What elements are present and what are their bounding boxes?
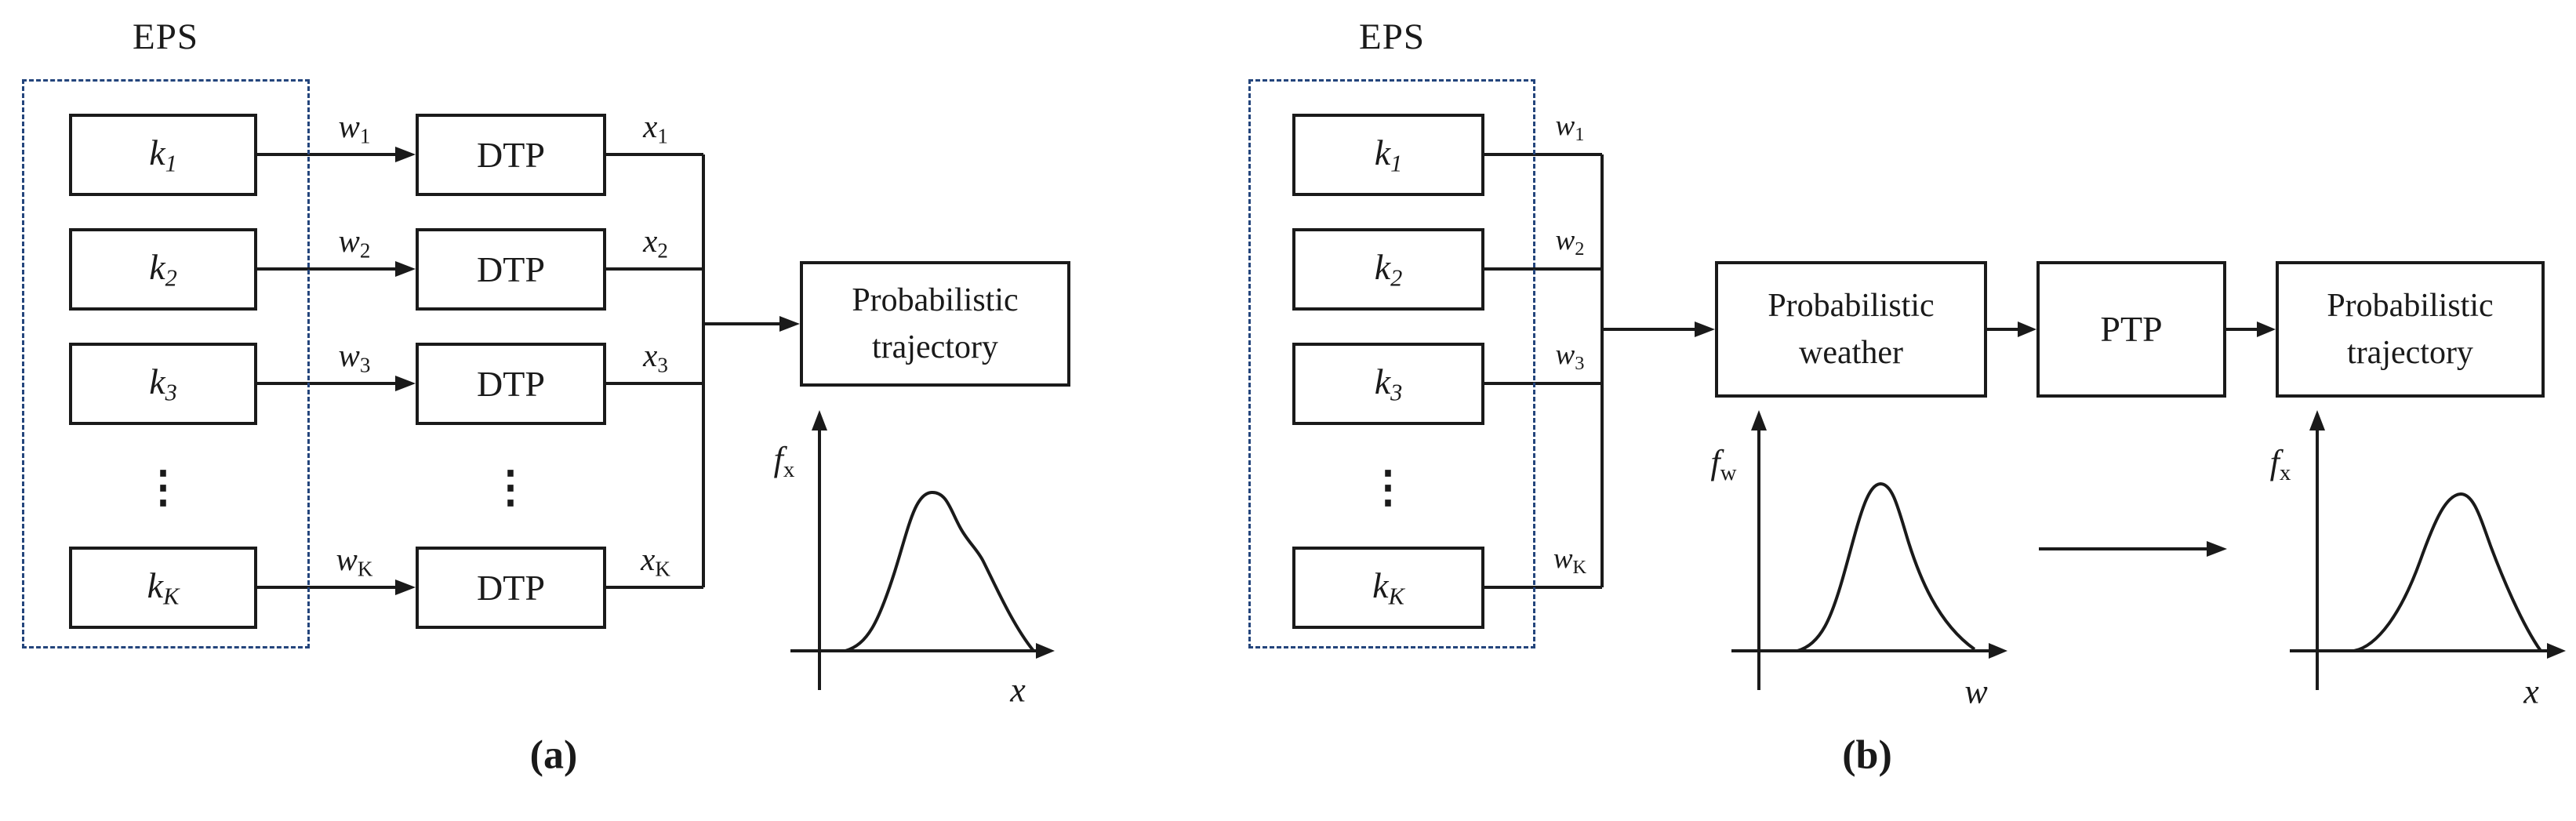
w3-label-a: w3 bbox=[338, 337, 371, 377]
fx-axis-label-b: fx bbox=[2269, 442, 2291, 486]
probabilistic-trajectory-text-a: Probabilistic trajectory bbox=[852, 282, 1019, 365]
k3-box-a: k3 bbox=[69, 343, 257, 425]
k-column-ellipsis-b: ⋮ bbox=[1366, 463, 1410, 512]
probabilistic-trajectory-box-b: Probabilistic trajectory bbox=[2276, 261, 2545, 398]
dtp3-box: DTP bbox=[416, 343, 606, 425]
w2-label-b: w2 bbox=[1555, 224, 1585, 260]
xK-label-a: xK bbox=[641, 541, 670, 581]
k3-box-b: k3 bbox=[1292, 343, 1484, 425]
kK-box-a: kK bbox=[69, 547, 257, 629]
x-axis-label-b: x bbox=[2523, 672, 2539, 711]
dtpK-box: DTP bbox=[416, 547, 606, 629]
probabilistic-weather-box: Probabilistic weather bbox=[1715, 261, 1987, 398]
probabilistic-weather-text: Probabilistic weather bbox=[1768, 288, 1935, 371]
dtp2-box: DTP bbox=[416, 228, 606, 311]
kK-box-b: kK bbox=[1292, 547, 1484, 629]
wK-label-b: wK bbox=[1553, 543, 1587, 578]
caption-b: (b) bbox=[1842, 732, 1892, 778]
k2-label-b: k2 bbox=[1374, 247, 1403, 292]
k2-box-a: k2 bbox=[69, 228, 257, 311]
eps-dashed-box-b bbox=[1248, 79, 1535, 648]
kK-label-b: kK bbox=[1372, 565, 1404, 610]
k1-label-a: k1 bbox=[149, 133, 177, 177]
w3-label-b: w3 bbox=[1555, 339, 1585, 374]
plot-a-axis-arrowheads bbox=[812, 410, 1055, 659]
probabilistic-trajectory-text-b: Probabilistic trajectory bbox=[2327, 288, 2494, 371]
w1-label-b: w1 bbox=[1555, 110, 1585, 145]
w2-label-a: w2 bbox=[338, 223, 371, 263]
fx-axis-label-a: fx bbox=[773, 439, 795, 483]
plot-b2-axes bbox=[2290, 429, 2547, 690]
x-axis-label-a: x bbox=[1010, 670, 1026, 710]
x2-label-a: x2 bbox=[643, 223, 668, 263]
eps-label-a: EPS bbox=[133, 16, 198, 57]
eps-label-b: EPS bbox=[1359, 16, 1425, 57]
k1-box-b: k1 bbox=[1292, 114, 1484, 196]
plot-b1-axes bbox=[1731, 429, 1989, 690]
ptp-box: PTP bbox=[2036, 261, 2226, 398]
w-axis-label-b: w bbox=[1964, 672, 1988, 711]
probabilistic-trajectory-box-a: Probabilistic trajectory bbox=[800, 261, 1070, 387]
pdf-curve-a bbox=[845, 490, 1035, 652]
pdf-curve-x bbox=[2353, 492, 2542, 652]
k-column-ellipsis-a: ⋮ bbox=[141, 463, 185, 512]
w1-label-a: w1 bbox=[338, 108, 371, 148]
wK-label-a: wK bbox=[336, 541, 373, 581]
k3-label-b: k3 bbox=[1374, 361, 1403, 406]
dtp-column-ellipsis-a: ⋮ bbox=[489, 463, 532, 512]
x1-label-a: x1 bbox=[643, 108, 668, 148]
dtp1-box: DTP bbox=[416, 114, 606, 196]
plot-a-axes bbox=[790, 429, 1036, 690]
k2-label-a: k2 bbox=[149, 247, 177, 292]
k3-label-a: k3 bbox=[149, 361, 177, 406]
caption-a: (a) bbox=[529, 732, 578, 778]
k2-box-b: k2 bbox=[1292, 228, 1484, 311]
plot-b1-axis-arrowheads bbox=[1751, 410, 2007, 659]
x3-label-a: x3 bbox=[643, 337, 668, 377]
k1-label-b: k1 bbox=[1374, 133, 1403, 177]
kK-label-a: kK bbox=[147, 565, 180, 610]
plot-b2-axis-arrowheads bbox=[2309, 410, 2566, 659]
eps-dashed-box-a bbox=[22, 79, 310, 648]
fw-axis-label-b: fw bbox=[1710, 442, 1737, 486]
k1-box-a: k1 bbox=[69, 114, 257, 196]
pdf-curve-w bbox=[1797, 481, 1976, 652]
